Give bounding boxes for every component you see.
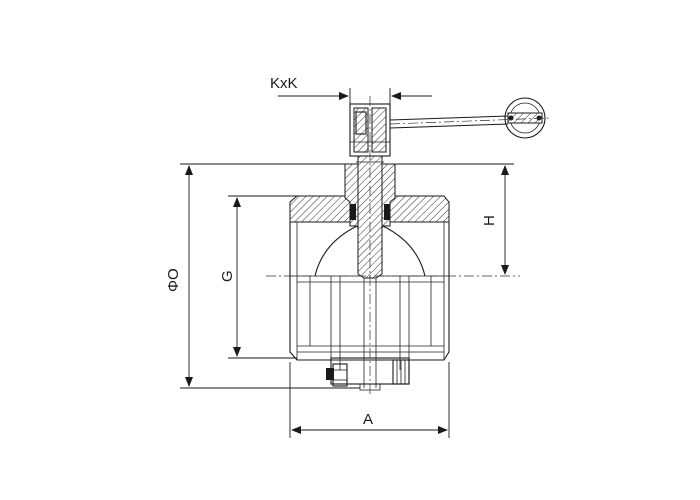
handle-knob-outer xyxy=(504,97,546,139)
top-fitting-slot xyxy=(355,111,367,135)
a-label: A xyxy=(363,411,373,428)
body-outline xyxy=(289,222,450,361)
nut-cap xyxy=(326,368,334,380)
center-lines xyxy=(266,96,551,396)
top-fitting-hatch-right xyxy=(371,107,387,153)
h-label: H xyxy=(481,215,498,226)
dimension-h: H xyxy=(395,163,514,275)
dimension-g: G xyxy=(219,195,297,359)
dimension-o: ΦO xyxy=(165,163,360,389)
handle-knob-pin-right xyxy=(536,115,542,121)
g-label: G xyxy=(219,270,236,282)
handle-centerline xyxy=(389,117,551,125)
dimension-kxk: KxK xyxy=(270,75,432,104)
handle-bar-bottom xyxy=(389,123,509,129)
valve-handle xyxy=(389,97,546,139)
kxk-label: KxK xyxy=(270,75,298,92)
handle-bar-top xyxy=(389,115,509,121)
o-label: ΦO xyxy=(165,268,182,292)
right-seal xyxy=(384,204,390,220)
bottom-fitting xyxy=(326,357,410,391)
left-seal xyxy=(350,204,356,220)
dimension-a: A xyxy=(289,362,450,438)
top-fitting-hatch-left xyxy=(353,107,369,153)
